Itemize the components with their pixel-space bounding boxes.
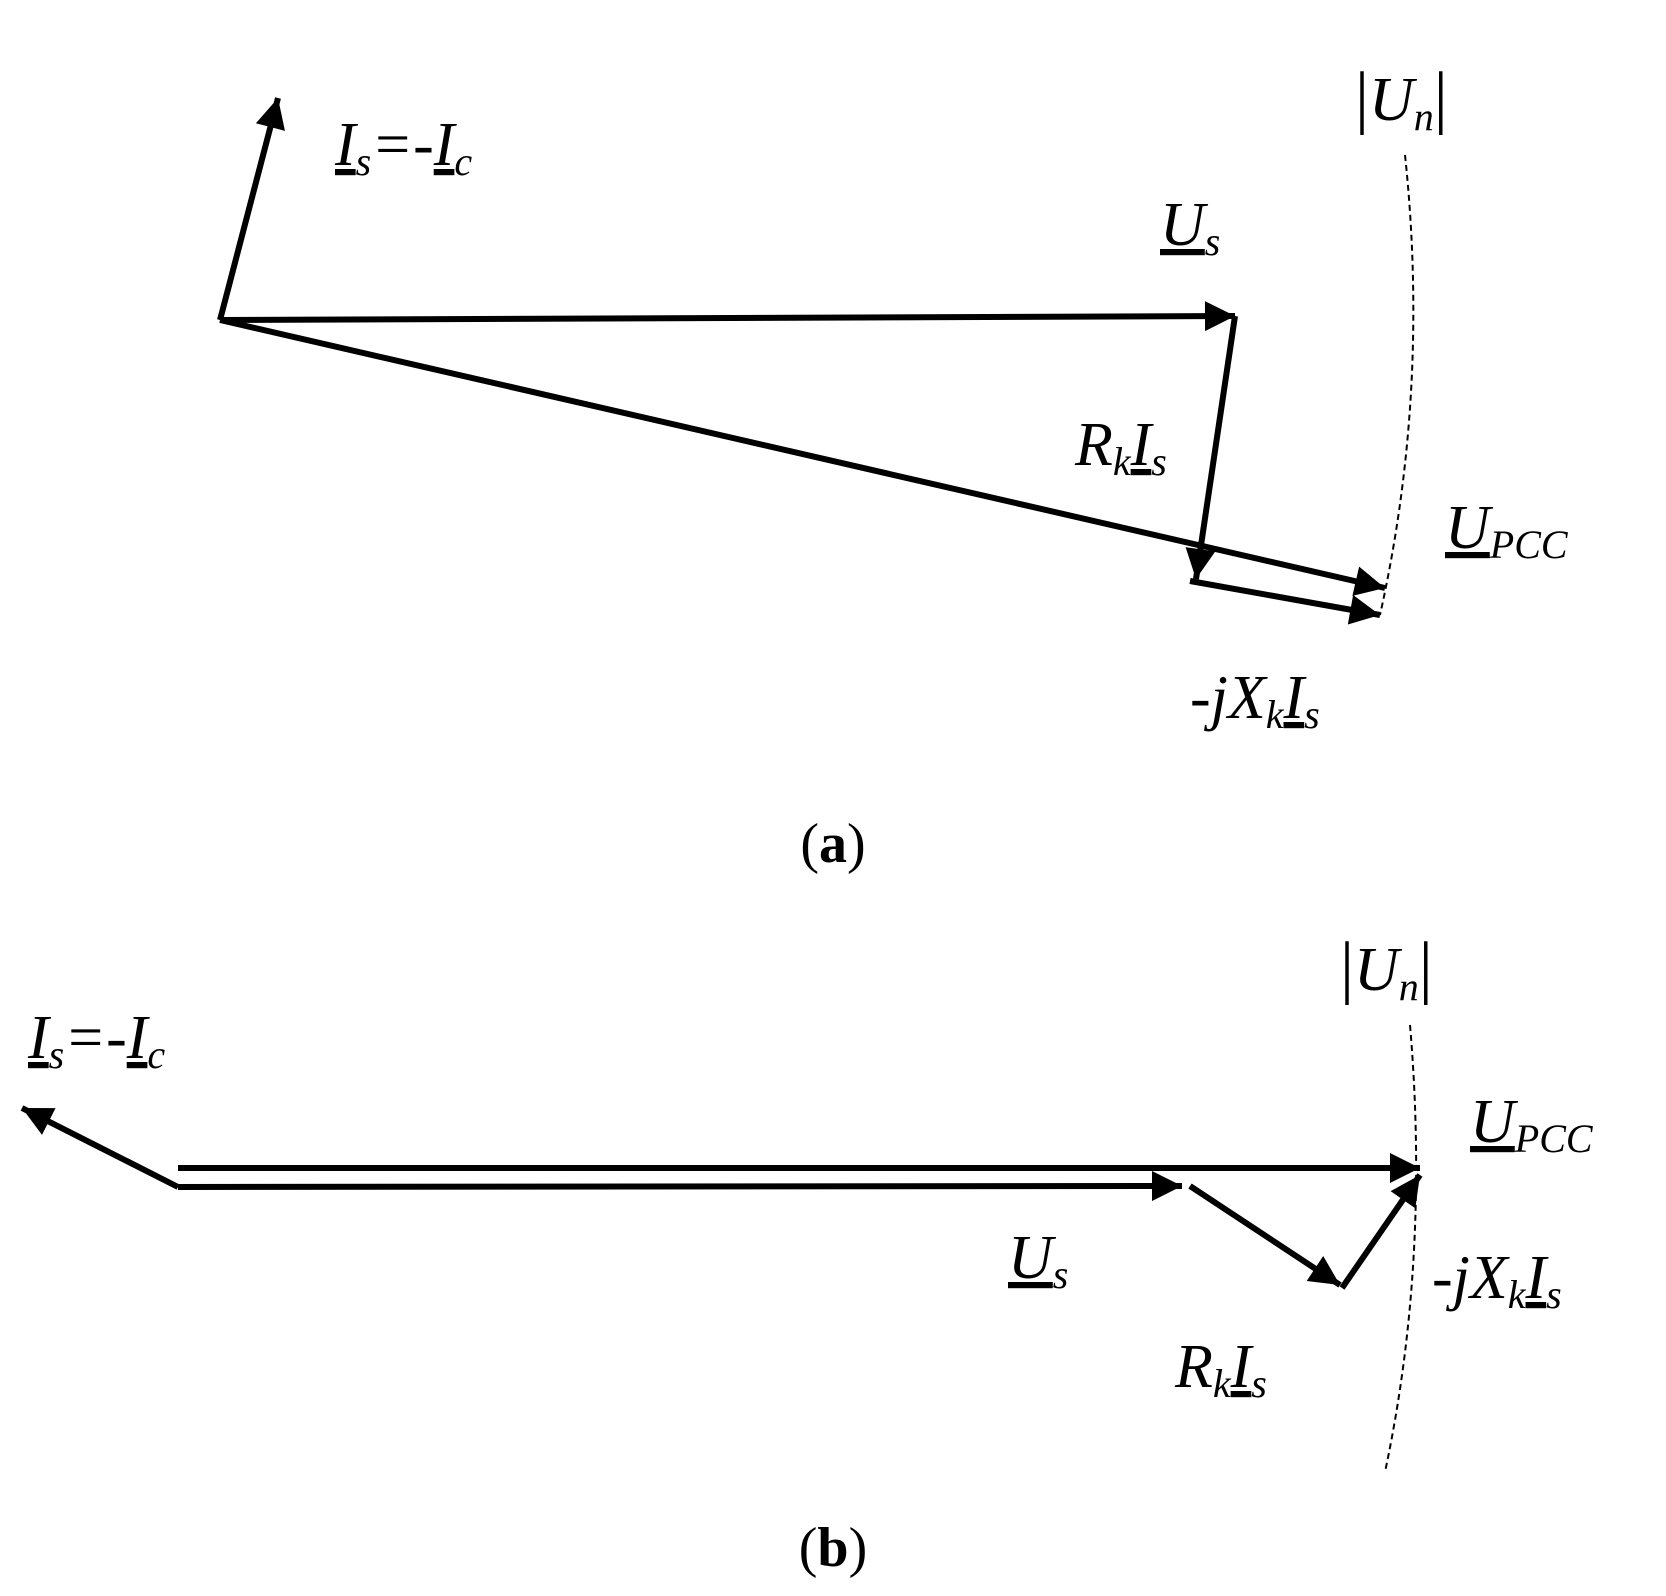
panel-a: Is=-Ic Us |Un| RkIs UPCC -jXkIs (a) (217, 59, 1569, 875)
rk-is-phasor-arrow-b (1188, 1183, 1342, 1288)
label-un-magnitude: |Un| (1355, 59, 1448, 139)
un-circle-arc-b (1384, 1024, 1418, 1473)
is-phasor-arrow-b (20, 1105, 180, 1190)
label-un-magnitude-b: |Un| (1340, 929, 1433, 1009)
jxk-is-phasor-arrow (1189, 578, 1381, 625)
label-rk-is: RkIs (1074, 411, 1167, 484)
us-phasor-arrow (219, 301, 1236, 332)
label-is-eq-ic-b: Is=-Ic (27, 1004, 165, 1077)
rk-is-phasor-arrow (1185, 315, 1238, 580)
is-phasor-arrow (217, 97, 285, 321)
panel-b: Is=-Ic |Un| UPCC Us -jXkIs RkIs (b) (20, 929, 1594, 1579)
jxk-is-phasor-arrow-b (1339, 1173, 1423, 1290)
caption-a: (a) (800, 813, 865, 875)
label-jxk-is: -jXkIs (1190, 664, 1320, 737)
label-upcc-b: UPCC (1470, 1088, 1594, 1161)
upcc-phasor-arrow (219, 317, 1386, 596)
label-us-b: Us (1008, 1224, 1068, 1297)
un-circle-arc (1379, 154, 1415, 616)
label-rk-is-b: RkIs (1174, 1333, 1267, 1406)
label-upcc: UPCC (1445, 494, 1569, 567)
label-us: Us (1160, 191, 1220, 264)
label-is-eq-ic: Is=-Ic (334, 111, 472, 184)
caption-b: (b) (799, 1517, 867, 1579)
us-phasor-arrow-b (177, 1171, 1183, 1202)
label-jxk-is-b: -jXkIs (1432, 1244, 1562, 1317)
